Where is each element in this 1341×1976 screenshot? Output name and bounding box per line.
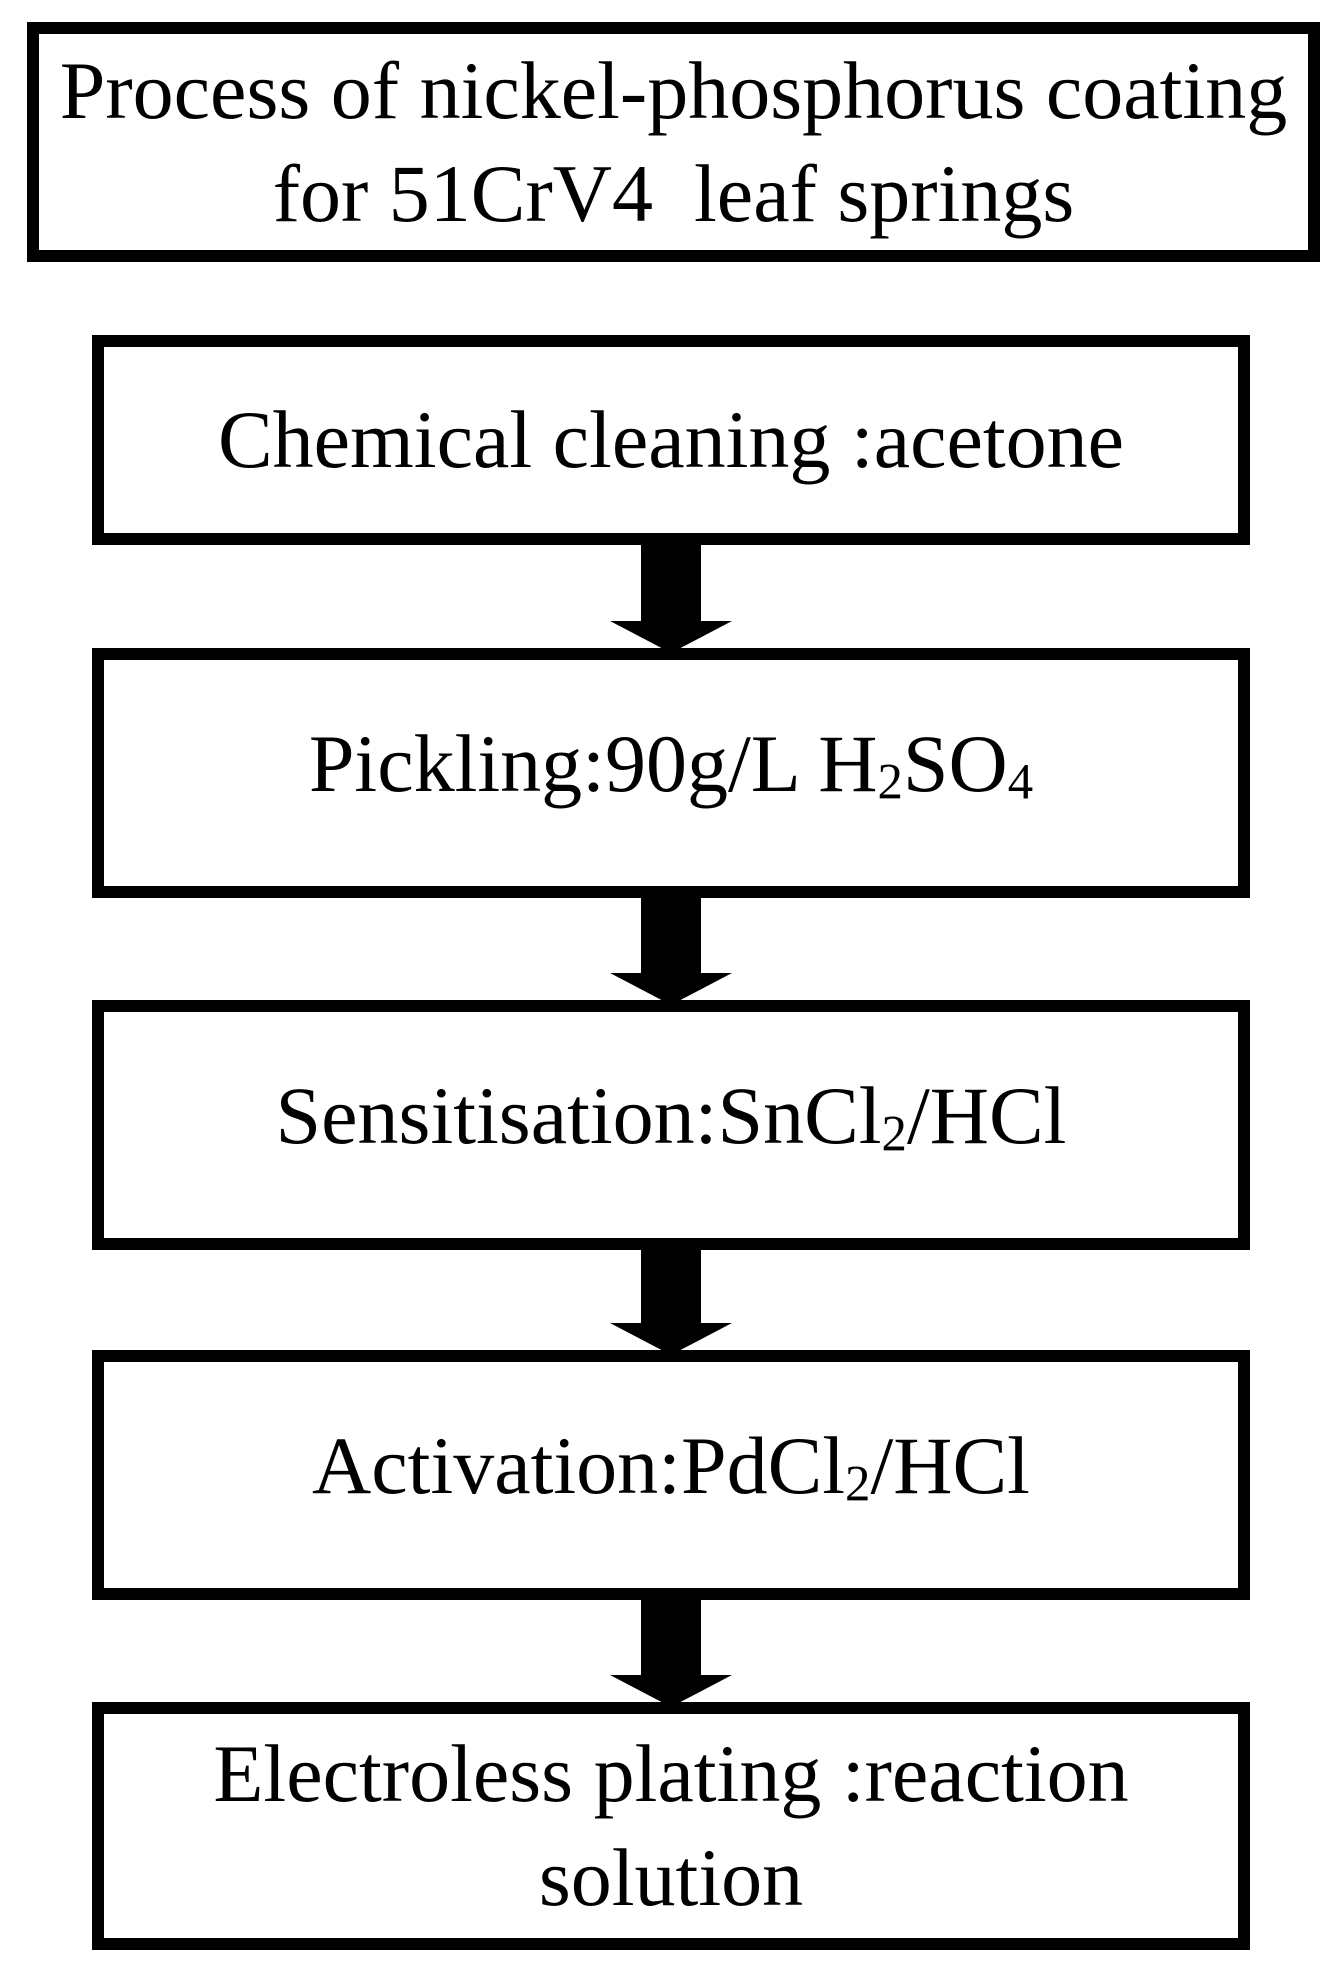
flow-box-label: Activation:PdCl2/HCl	[312, 1420, 1030, 1512]
arrow-down-icon	[610, 621, 732, 653]
flowchart-title-line-1: Process of nickel-phosphorus coating	[59, 45, 1288, 136]
arrow-shaft	[641, 1595, 701, 1675]
flow-box-activation: Activation:PdCl2/HCl	[92, 1350, 1250, 1600]
flow-arrow-3	[610, 1245, 732, 1355]
flow-box-pickling: Pickling:90g/L H2SO4	[92, 648, 1250, 898]
flow-arrow-1	[610, 540, 732, 653]
arrow-down-icon	[610, 1675, 732, 1707]
arrow-shaft	[641, 1245, 701, 1323]
flow-arrow-4	[610, 1595, 732, 1707]
flow-box-chemical-cleaning: Chemical cleaning :acetone	[92, 335, 1250, 545]
flow-box-label: Chemical cleaning :acetone	[217, 394, 1125, 485]
flow-box-electroless-plating: Electroless plating :reaction solution	[92, 1702, 1250, 1950]
arrow-down-icon	[610, 1323, 732, 1355]
flowchart-title-box: Process of nickel-phosphorus coating for…	[27, 22, 1320, 262]
flow-box-label: Electroless plating :reaction solution	[213, 1728, 1129, 1923]
flow-box-label: Sensitisation:SnCl2/HCl	[275, 1070, 1067, 1162]
flowchart-title-line-2: for 51CrV4 leaf springs	[272, 148, 1075, 239]
arrow-down-icon	[610, 973, 732, 1005]
flow-box-label: Pickling:90g/L H2SO4	[308, 718, 1034, 810]
arrow-shaft	[641, 540, 701, 621]
arrow-shaft	[641, 893, 701, 973]
flow-box-sensitisation: Sensitisation:SnCl2/HCl	[92, 1000, 1250, 1250]
flow-arrow-2	[610, 893, 732, 1005]
